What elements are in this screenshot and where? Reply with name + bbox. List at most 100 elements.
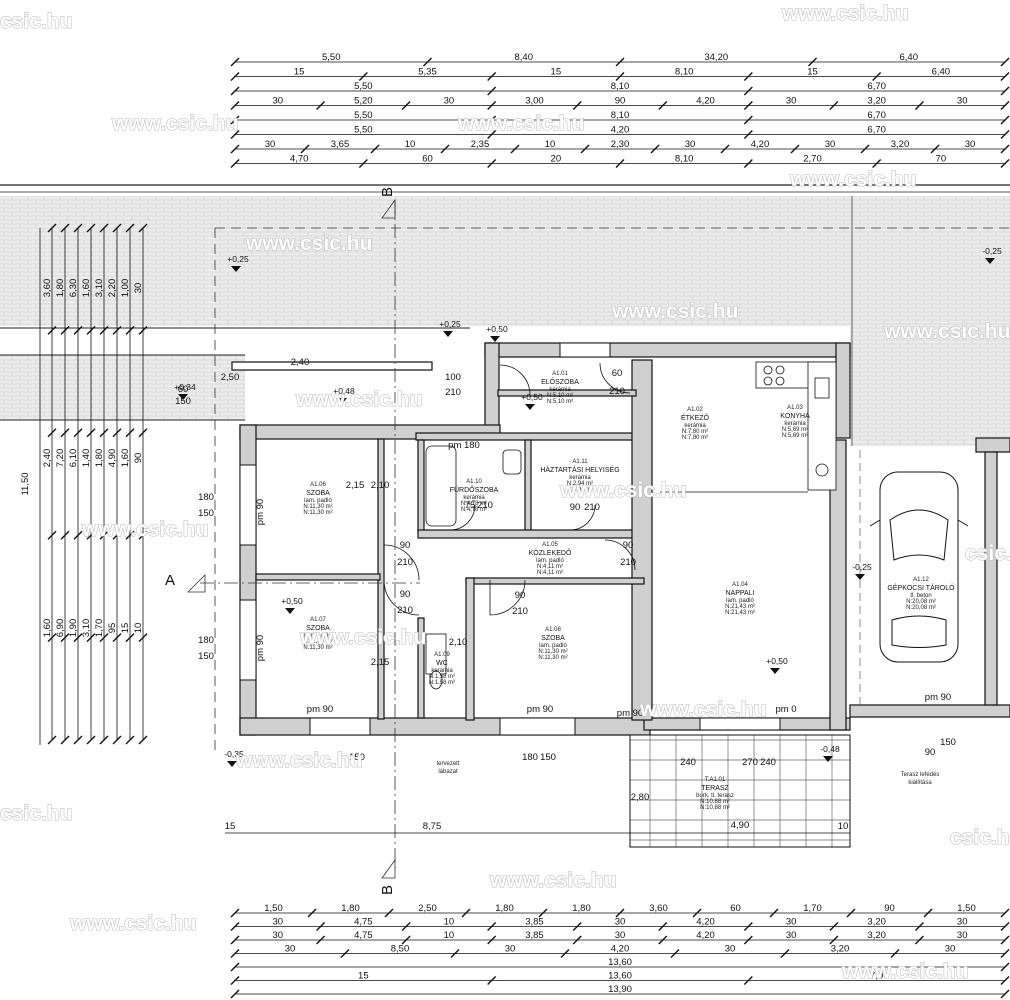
opening-dimension: 150 bbox=[198, 651, 214, 662]
dimension-label: 30 bbox=[265, 139, 276, 150]
watermark-text: www.csic.hu bbox=[81, 518, 208, 541]
dimension-label: 1,50 bbox=[957, 903, 976, 914]
dimension-label: 3,85 bbox=[525, 917, 544, 928]
watermark-text: www.csic.hu bbox=[841, 960, 968, 983]
svg-text:kerámia: kerámia bbox=[463, 495, 485, 501]
opening-dimension: 2,40 bbox=[291, 357, 310, 368]
svg-text:N:20,08 m²: N:20,08 m² bbox=[906, 605, 936, 611]
dimension-label: 30 bbox=[825, 139, 836, 150]
dimension-label: 3,65 bbox=[331, 139, 350, 150]
dimension-label: 3,10 bbox=[94, 279, 105, 298]
opening-dimension: 2,50 bbox=[221, 372, 240, 383]
svg-text:N:4,11 m²: N:4,11 m² bbox=[537, 570, 563, 576]
svg-text:N:7,80 m²: N:7,80 m² bbox=[682, 435, 708, 441]
svg-text:kerámia: kerámia bbox=[784, 421, 806, 427]
svg-text:A1.05: A1.05 bbox=[542, 542, 558, 548]
dimension-label: 15 bbox=[120, 623, 131, 634]
svg-text:N:11,30 m²: N:11,30 m² bbox=[538, 649, 567, 655]
watermark-text: csic.hu bbox=[0, 10, 72, 33]
svg-text:lam. padló: lam. padló bbox=[304, 498, 332, 504]
dimension-label: 15 bbox=[807, 67, 818, 78]
dimension-label: 30 bbox=[957, 930, 968, 941]
dimension-label: 4,90 bbox=[107, 449, 118, 468]
dimension-label: 4,90 bbox=[731, 820, 750, 831]
dimension-label: 13,90 bbox=[608, 984, 632, 995]
dimension-label: 10 bbox=[545, 139, 556, 150]
svg-text:A1.07: A1.07 bbox=[310, 617, 326, 623]
opening-dimension: 90 bbox=[570, 502, 581, 513]
dimension-label: 5,50 bbox=[354, 125, 373, 136]
dimension-label: 4,20 bbox=[611, 125, 630, 136]
dimension-label: 1,60 bbox=[120, 449, 131, 468]
dimension-label: 4,20 bbox=[696, 917, 715, 928]
dimension-label: 30 bbox=[786, 96, 797, 107]
svg-text:N:10,88 m²: N:10,88 m² bbox=[700, 805, 730, 811]
svg-text:N:1,58 m²: N:1,58 m² bbox=[429, 680, 455, 686]
dimension-label: 6,90 bbox=[55, 619, 66, 638]
svg-text:N:1,58 m²: N:1,58 m² bbox=[429, 674, 455, 680]
dimension-label: 7,20 bbox=[55, 449, 66, 468]
dimension-label: 10 bbox=[838, 821, 849, 832]
dimension-label: 7,0 bbox=[870, 971, 883, 982]
annotation-text: kiállítása bbox=[908, 780, 932, 786]
svg-text:GÉPKOCSI TÁROLÓ: GÉPKOCSI TÁROLÓ bbox=[887, 583, 955, 592]
svg-text:N:11,30 m²: N:11,30 m² bbox=[303, 639, 332, 645]
level-marker: +0,50 bbox=[521, 392, 543, 410]
dimension-label: 8,75 bbox=[423, 821, 442, 832]
dimension-label: 1,80 bbox=[55, 279, 66, 298]
svg-text:SZOBA: SZOBA bbox=[306, 625, 330, 632]
watermark-text: www.csic.hu bbox=[559, 479, 686, 502]
watermark-text: www.csic.hu bbox=[235, 749, 362, 772]
svg-text:WC: WC bbox=[436, 660, 448, 667]
dimension-label: 8,50 bbox=[391, 944, 410, 955]
dimension-label: 6,70 bbox=[867, 125, 886, 136]
opening-label: pm 90 bbox=[925, 692, 951, 703]
svg-text:N:5,10 m²: N:5,10 m² bbox=[547, 399, 573, 405]
dimension-label: 6,10 bbox=[68, 449, 79, 468]
opening-dimension: 270 bbox=[742, 757, 758, 768]
dimension-label: 8,40 bbox=[515, 52, 534, 63]
dimension-label: 30 bbox=[285, 944, 296, 955]
dimension-label: 60 bbox=[730, 903, 741, 914]
svg-text:N:2,94 m²: N:2,94 m² bbox=[567, 481, 593, 487]
opening-dimension: 240 bbox=[760, 757, 776, 768]
opening-dimension: 210 bbox=[477, 500, 493, 511]
svg-text:N:5,69 m²: N:5,69 m² bbox=[782, 427, 808, 433]
svg-text:+0,50: +0,50 bbox=[281, 596, 303, 606]
dimension-label: 95 bbox=[107, 623, 118, 634]
opening-dimension: 210 bbox=[620, 557, 636, 568]
level-marker: -0,48 bbox=[820, 744, 840, 762]
dimension-label: 30 bbox=[615, 930, 626, 941]
level-marker: +0,50 bbox=[486, 324, 508, 342]
section-lines bbox=[187, 198, 420, 879]
left-dimension-chains: 3,602,401,601,807,206,906,306,101,901,60… bbox=[20, 223, 148, 745]
opening-dimension: 90 bbox=[400, 540, 411, 551]
opening-dimension: 100 bbox=[445, 372, 461, 383]
svg-text:lam. padló: lam. padló bbox=[726, 598, 754, 604]
opening-dimension: 210 bbox=[584, 502, 600, 513]
svg-text:+0,48: +0,48 bbox=[333, 386, 355, 396]
dimension-label: 90 bbox=[615, 96, 626, 107]
svg-text:N:20,08 m²: N:20,08 m² bbox=[906, 599, 936, 605]
level-marker: -0,25 bbox=[852, 562, 872, 580]
dimension-label: 4,75 bbox=[354, 917, 373, 928]
dimension-label: 15 bbox=[358, 971, 369, 982]
svg-text:N:5,69 m²: N:5,69 m² bbox=[782, 433, 808, 439]
dimension-label: 30 bbox=[615, 917, 626, 928]
dimension-label: 8,10 bbox=[611, 110, 630, 121]
svg-text:KÖZLEKEDŐ: KÖZLEKEDŐ bbox=[529, 548, 572, 557]
dimension-label: 30 bbox=[272, 917, 283, 928]
opening-dimension: 2,80 bbox=[631, 792, 650, 803]
dimension-label: 1,90 bbox=[68, 619, 79, 638]
opening-dimension: 150 bbox=[349, 752, 365, 763]
dimension-label: 5,50 bbox=[354, 81, 373, 92]
dimension-label: 30 bbox=[505, 944, 516, 955]
dimension-label: 6,70 bbox=[867, 110, 886, 121]
opening-dimension: 90 bbox=[400, 589, 411, 600]
opening-dimension: 90 bbox=[925, 747, 936, 758]
dimension-label: 3,20 bbox=[867, 96, 886, 107]
watermark-text: www.csic.hu bbox=[883, 320, 1010, 343]
